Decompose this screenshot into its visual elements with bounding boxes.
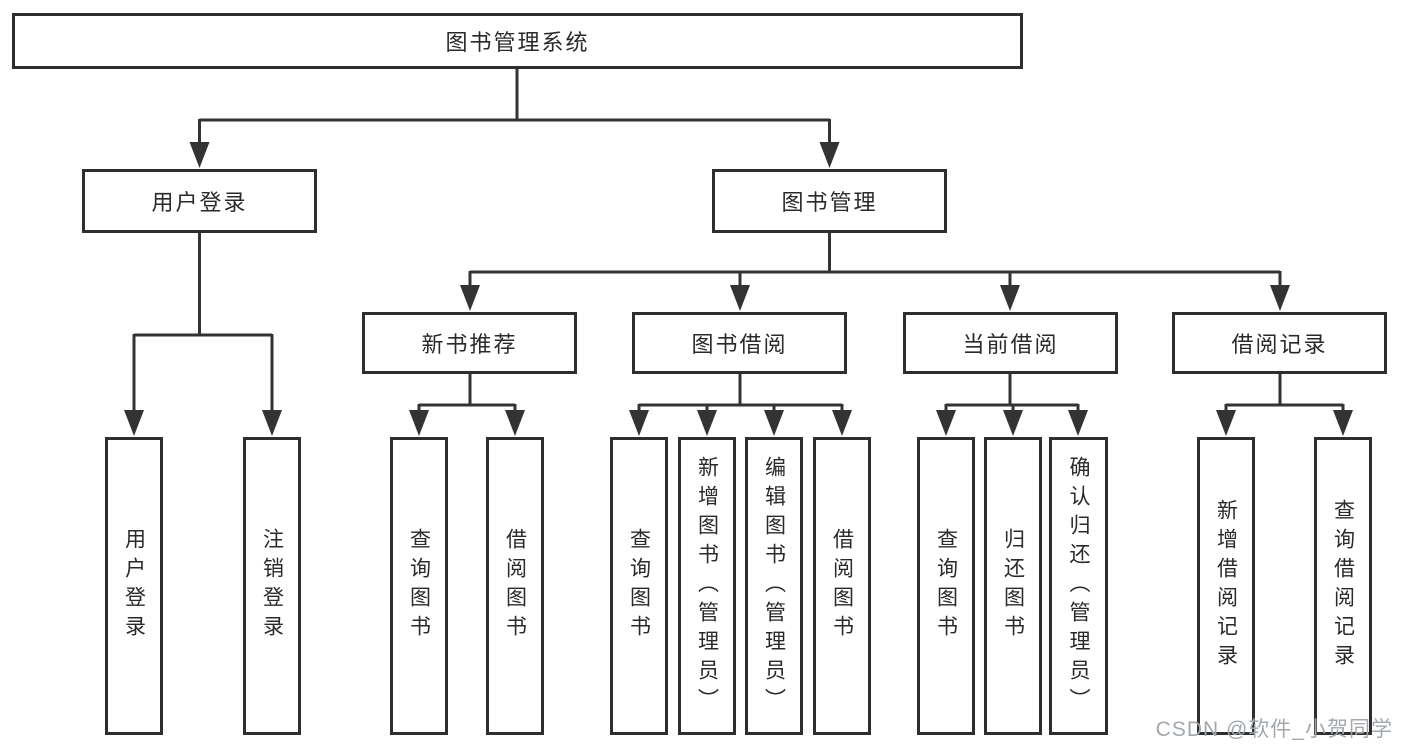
- leaf-user-login: 用户登录: [105, 437, 163, 735]
- leaf-cb-return-books: 归还图书: [984, 437, 1042, 735]
- leaf-logout: 注销登录: [243, 437, 301, 735]
- leaf-bb-query-books: 查询图书: [610, 437, 668, 735]
- node-label: 用户登录: [151, 190, 248, 215]
- csdn-watermark: CSDN @软件_小贺同学: [1155, 718, 1393, 741]
- node-label: 新书推荐: [421, 332, 518, 357]
- node-current-borrowing: 当前借阅: [903, 312, 1118, 374]
- leaf-br-add-borrow-record: 新增借阅记录: [1197, 437, 1255, 735]
- connector-user-login-group: [132, 230, 274, 412]
- node-label: 图书管理系统: [445, 30, 590, 55]
- leaf-bb-edit-books-admin: 编辑图书（管理员）: [745, 437, 803, 735]
- node-book-management: 图书管理: [712, 169, 947, 233]
- leaf-cb-confirm-return-admin: 确认归还（管理员）: [1049, 437, 1108, 735]
- leaf-label: 查询图书: [627, 528, 651, 644]
- connector-root-to-level2: [198, 66, 831, 146]
- leaf-cb-query-books: 查询图书: [917, 437, 975, 735]
- connector-book-management-to-level3: [468, 230, 1282, 287]
- leaf-bb-borrow-books: 借阅图书: [813, 437, 871, 735]
- leaf-label: 归还图书: [1001, 528, 1025, 644]
- node-book-borrowing: 图书借阅: [632, 312, 847, 374]
- arrowheads-level2: [189, 142, 840, 168]
- node-label: 图书借阅: [691, 332, 788, 357]
- leaf-label: 查询借阅记录: [1331, 499, 1355, 673]
- leaf-label: 编辑图书（管理员）: [762, 455, 786, 717]
- arrowheads-user-login-group: [124, 410, 282, 436]
- leaf-nbr-borrow-books: 借阅图书: [486, 437, 544, 735]
- node-user-login: 用户登录: [82, 169, 317, 233]
- arrowheads-leaves: [409, 410, 1353, 436]
- leaf-label: 注销登录: [260, 528, 284, 644]
- leaf-br-query-borrow-record: 查询借阅记录: [1314, 437, 1372, 735]
- leaf-label: 查询图书: [407, 528, 431, 644]
- leaf-bb-add-books-admin: 新增图书（管理员）: [678, 437, 736, 735]
- node-library-management-system: 图书管理系统: [12, 13, 1023, 69]
- node-borrowing-records: 借阅记录: [1172, 312, 1387, 374]
- leaf-label: 用户登录: [122, 528, 146, 644]
- leaf-nbr-query-books: 查询图书: [390, 437, 448, 735]
- leaf-label: 新增借阅记录: [1214, 499, 1238, 673]
- node-label: 图书管理: [781, 190, 878, 215]
- leaf-label: 新增图书（管理员）: [695, 455, 719, 717]
- leaf-label: 查询图书: [934, 528, 958, 644]
- node-new-book-recommendation: 新书推荐: [362, 312, 577, 374]
- connector-level3-to-leaves: [417, 371, 1345, 412]
- leaf-label: 确认归还（管理员）: [1067, 455, 1090, 717]
- leaf-label: 借阅图书: [503, 528, 527, 644]
- leaf-label: 借阅图书: [830, 528, 854, 644]
- arrowheads-level3: [460, 285, 1290, 311]
- node-label: 借阅记录: [1231, 332, 1328, 357]
- node-label: 当前借阅: [962, 332, 1059, 357]
